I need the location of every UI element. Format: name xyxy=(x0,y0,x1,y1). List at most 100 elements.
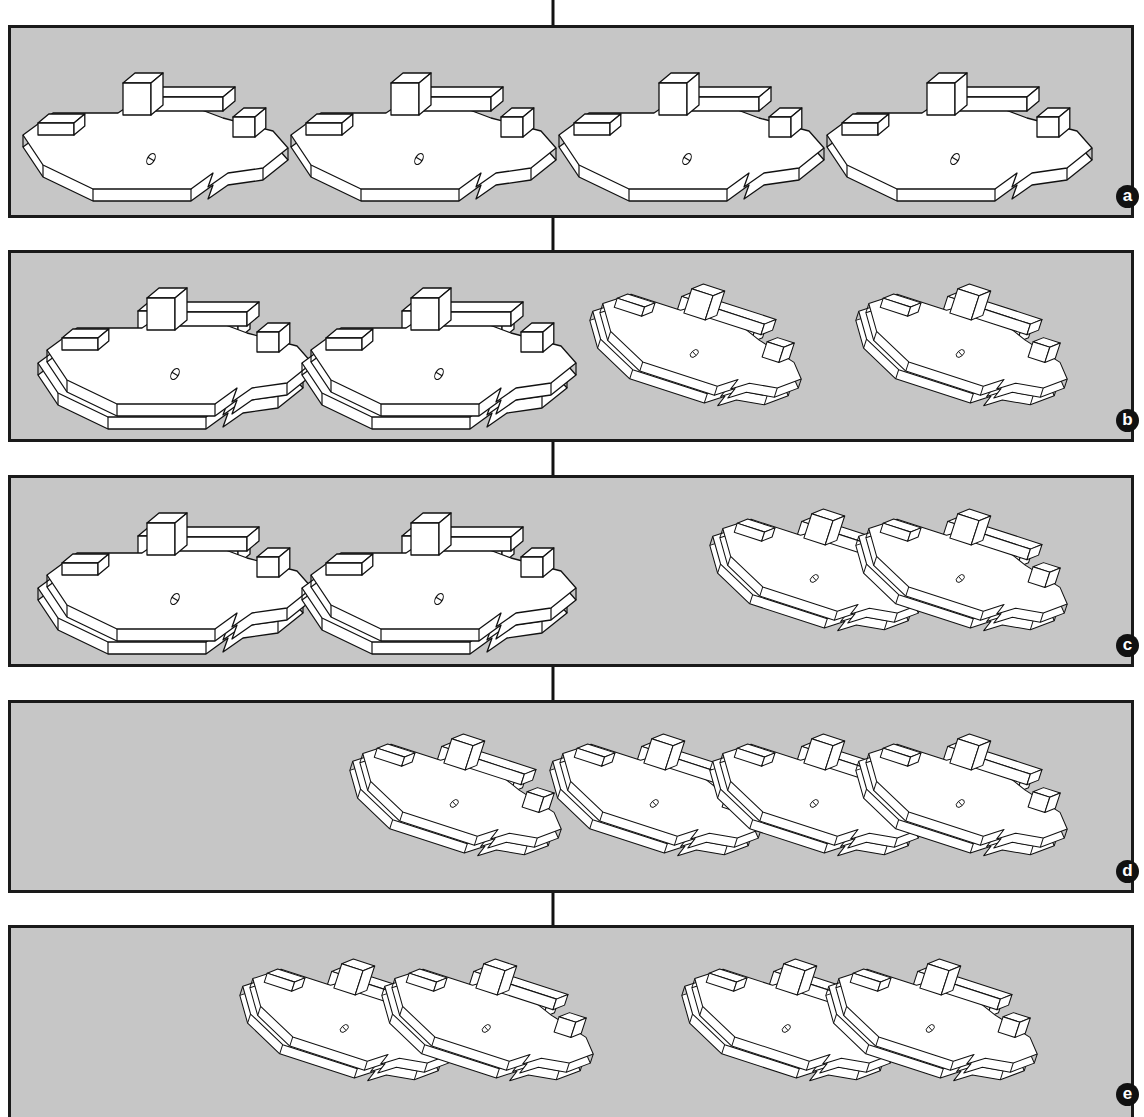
slab-edge xyxy=(1010,1063,1013,1072)
keyhole-symbol xyxy=(413,152,425,166)
block-side-face xyxy=(439,288,451,330)
slab-edge xyxy=(950,1061,953,1070)
keyhole-symbol xyxy=(649,798,660,809)
slab-underside xyxy=(853,738,1076,869)
block-side-face xyxy=(705,288,725,323)
slab-edge xyxy=(568,781,571,790)
upper-piece xyxy=(47,288,312,416)
slab-edge xyxy=(330,380,331,392)
upper-piece xyxy=(47,513,312,641)
keyhole-symbol xyxy=(949,152,961,166)
block-side-face xyxy=(610,114,621,135)
block-front-face xyxy=(574,123,610,135)
panel-illustration xyxy=(11,253,1131,439)
slab-edge xyxy=(750,820,753,829)
block-side-face xyxy=(1027,542,1042,563)
slab-edge xyxy=(864,564,867,573)
block-side-face xyxy=(247,302,259,326)
block-front-face xyxy=(614,298,644,316)
slab-top xyxy=(827,103,1092,189)
slab-edge xyxy=(940,1069,943,1078)
slab-edge xyxy=(728,556,731,565)
slab-edge xyxy=(704,394,707,403)
slab-edge xyxy=(682,986,685,995)
block-side-face xyxy=(878,114,889,135)
piece-unit xyxy=(38,513,312,654)
block-side-face xyxy=(497,963,517,998)
piece-orientation xyxy=(38,513,312,654)
keyhole-symbol xyxy=(145,152,157,166)
slab-edge xyxy=(530,168,531,180)
stage-panel: b xyxy=(8,250,1134,442)
slab-edge xyxy=(575,588,576,600)
slab-edge xyxy=(710,536,713,545)
piece-orientation xyxy=(291,73,556,201)
slab-edge xyxy=(392,979,395,988)
block-side-face xyxy=(971,738,991,773)
keyhole-symbol xyxy=(169,367,181,381)
block-side-face xyxy=(955,73,967,115)
slab-edge xyxy=(400,1006,403,1015)
block-side-face xyxy=(971,513,991,548)
keyhole-bar xyxy=(172,597,178,601)
upper-piece xyxy=(587,256,820,419)
piece-unit xyxy=(336,704,579,879)
slab-edge xyxy=(894,613,897,622)
keyhole-bar xyxy=(416,157,422,161)
upper-piece xyxy=(827,73,1092,201)
slab-edge xyxy=(107,642,108,654)
slab-edge xyxy=(258,1006,261,1015)
slab-edge xyxy=(806,1061,809,1070)
slab-edge xyxy=(894,838,897,847)
slab-edge xyxy=(824,844,827,853)
keyhole-symbol xyxy=(449,798,460,809)
block-side-face xyxy=(602,750,615,769)
piece-orientation xyxy=(842,254,1085,429)
piece-orientation xyxy=(559,73,824,201)
piece-unit xyxy=(368,929,611,1104)
slab-edge xyxy=(884,621,887,630)
block-front-face xyxy=(842,123,878,135)
block-front-face xyxy=(306,123,342,135)
keyhole-ring xyxy=(781,1023,792,1034)
slab-edge xyxy=(856,536,859,545)
block-side-face xyxy=(362,554,373,575)
keyhole-bar xyxy=(436,372,442,376)
block-side-face xyxy=(665,738,685,773)
slab-edge xyxy=(541,621,542,633)
stage-panel: e xyxy=(8,925,1134,1117)
slab-edge xyxy=(664,844,667,853)
keyhole-bar xyxy=(928,1026,932,1030)
slab-edge xyxy=(906,812,909,821)
slab-edge xyxy=(371,642,372,654)
slab-underside xyxy=(853,288,1076,419)
slab-edge xyxy=(371,417,372,429)
slab-edge xyxy=(57,618,58,630)
slab-edge xyxy=(422,1045,425,1054)
slab-edge xyxy=(824,619,827,628)
piece-unit xyxy=(842,479,1085,654)
block-front-face xyxy=(147,523,175,555)
slab-edge xyxy=(970,844,973,853)
keyhole-ring xyxy=(809,573,820,584)
slab-edge xyxy=(724,846,727,855)
block-side-face xyxy=(151,73,163,115)
block-front-face xyxy=(147,298,175,330)
slab-edge xyxy=(1040,388,1043,397)
piece-orientation xyxy=(842,704,1085,879)
slab-underside xyxy=(347,738,570,869)
slab-top xyxy=(47,543,312,629)
slab-edge xyxy=(1066,168,1067,180)
piece-unit xyxy=(291,73,556,201)
slab-edge xyxy=(896,595,899,604)
slab-edge xyxy=(560,754,563,763)
block-side-face xyxy=(223,87,235,111)
slab-edge xyxy=(286,608,287,620)
slab-edge xyxy=(474,836,477,845)
slab-edge xyxy=(478,629,479,641)
slab-edge xyxy=(700,1006,703,1015)
slab-edge xyxy=(464,844,467,853)
step-letter: a xyxy=(1116,185,1139,208)
slab-edge xyxy=(726,189,727,201)
keyhole-ring xyxy=(955,573,966,584)
